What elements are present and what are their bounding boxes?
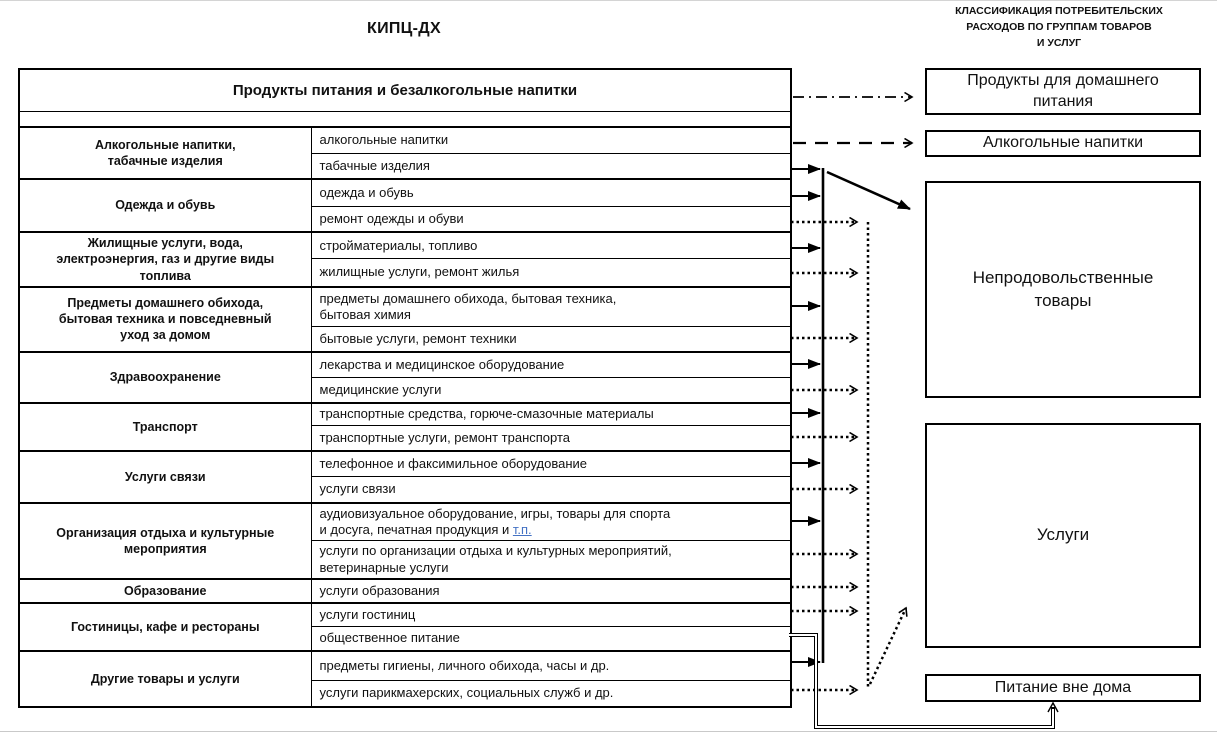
row-transport-services: транспортные услуги, ремонт транспорта — [310, 425, 792, 452]
row-education-services: услуги образования — [310, 577, 792, 604]
diagonal-arrow-to-nonfood-box — [826, 170, 911, 211]
row-audiovisual-goods-text: аудиовизуальное оборудование, игры, това… — [319, 505, 671, 537]
row-medical-services: медицинские услуги — [310, 377, 792, 404]
row-alcohol-drinks: алкогольные напитки — [310, 126, 792, 154]
row-clothing-repair: ремонт одежды и обуви — [310, 205, 792, 233]
row-housing-services: жилищные услуги, ремонт жилья — [310, 258, 792, 288]
etc-link[interactable]: т.п. — [512, 522, 532, 537]
group-label-recreation: Организация отдыха и культурные мероприя… — [18, 501, 312, 580]
table-spacer-row — [18, 110, 792, 128]
diagonal-arrow-to-services-box — [868, 608, 906, 685]
group-label-health: Здравоохранение — [18, 350, 312, 404]
services-dotted-arrows — [791, 222, 906, 690]
row-phone-fax-equipment: телефонное и факсимильное оборудование — [310, 449, 792, 478]
up-arrowhead-to-eating-out — [1047, 701, 1059, 713]
table-header-food: Продукты питания и безалкогольные напитк… — [18, 68, 792, 112]
row-medicines: лекарства и медицинское оборудование — [310, 350, 792, 379]
box-eating-out: Питание вне дома — [925, 674, 1201, 702]
row-vehicles-fuel: транспортные средства, горюче-смазочные … — [310, 401, 792, 427]
group-label-communication: Услуги связи — [18, 449, 312, 504]
right-column-heading: КЛАССИФИКАЦИЯ ПОТРЕБИТЕЛЬСКИХ РАСХОДОВ П… — [955, 5, 1163, 49]
box-food-for-home: Продукты для домашнего питания — [925, 68, 1201, 115]
row-household-goods: предметы домашнего обихода, бытовая техн… — [310, 285, 792, 328]
group-label-other: Другие товары и услуги — [18, 649, 312, 708]
row-hygiene-goods: предметы гигиены, личного обихода, часы … — [310, 649, 792, 682]
row-catering: общественное питание — [310, 626, 792, 652]
group-label-education: Образование — [18, 577, 312, 604]
group-label-clothing: Одежда и обувь — [18, 178, 312, 233]
goods-solid-arrows — [791, 164, 911, 667]
row-hotel-services: услуги гостиниц — [310, 601, 792, 628]
row-audiovisual-goods: аудиовизуальное оборудование, игры, това… — [310, 501, 792, 542]
box-services: Услуги — [925, 423, 1201, 648]
row-clothing-footwear: одежда и обувь — [310, 178, 792, 207]
page-bottom-divider — [0, 731, 1217, 732]
group-label-hotels: Гостиницы, кафе и рестораны — [18, 601, 312, 652]
row-tobacco: табачные изделия — [310, 152, 792, 180]
row-building-materials: стройматериалы, топливо — [310, 231, 792, 260]
kipc-classification-table: Продукты питания и безалкогольные напитк… — [18, 68, 793, 708]
row-household-services: бытовые услуги, ремонт техники — [310, 326, 792, 353]
group-label-household: Предметы домашнего обихода, бытовая техн… — [18, 285, 312, 353]
row-recreation-services: услуги по организации отдыха и культурны… — [310, 540, 792, 580]
page-top-divider — [0, 0, 1217, 1]
row-hairdresser-services: услуги парикмахерских, социальных служб … — [310, 680, 792, 708]
group-label-housing: Жилищные услуги, вода, электроэнергия, г… — [18, 231, 312, 288]
page-title: КИПЦ-ДХ — [367, 20, 441, 37]
group-label-alcohol-tobacco: Алкогольные напитки, табачные изделия — [18, 126, 312, 180]
box-nonfood-goods: Непродовольственные товары — [925, 181, 1201, 398]
group-label-transport: Транспорт — [18, 401, 312, 452]
row-communication-services: услуги связи — [310, 476, 792, 504]
box-alcoholic-drinks: Алкогольные напитки — [925, 130, 1201, 157]
